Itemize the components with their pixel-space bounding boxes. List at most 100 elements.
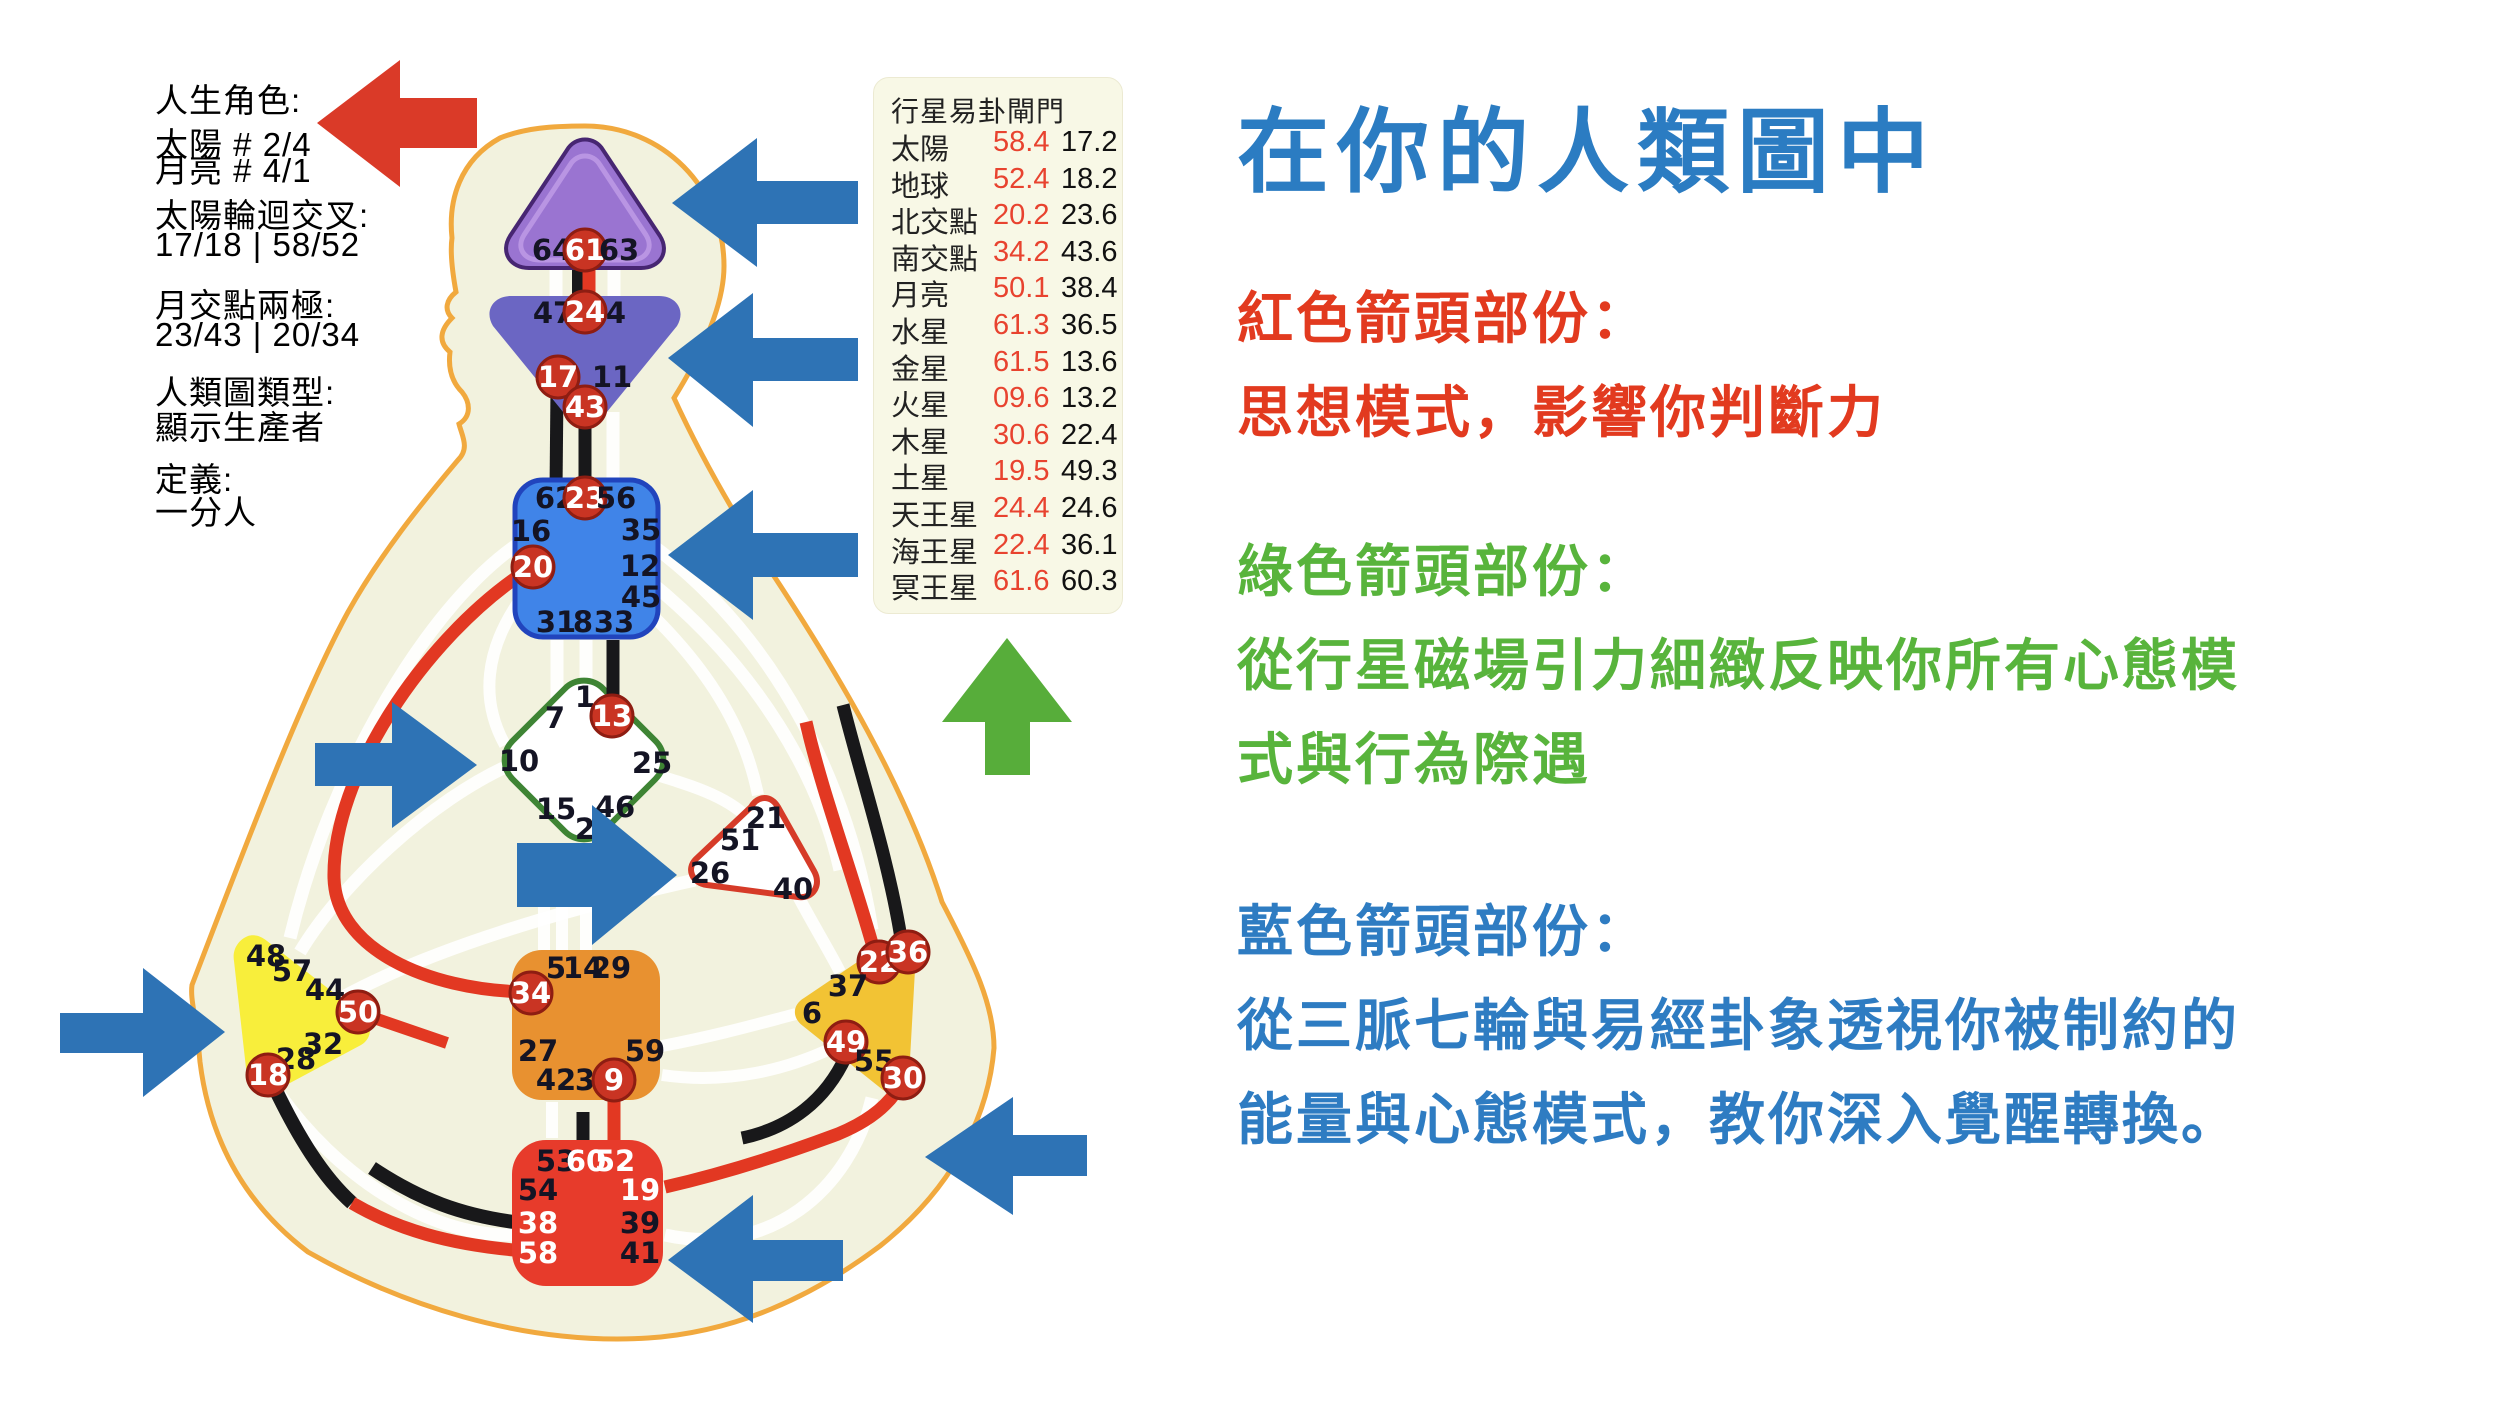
gate-35: 35 bbox=[621, 513, 661, 547]
ajna-center-shape bbox=[489, 296, 681, 428]
design-gate-value: 19.5 bbox=[993, 455, 1050, 488]
gate-58: 58 bbox=[518, 1236, 558, 1270]
gate-53: 53 bbox=[536, 1144, 576, 1178]
head-center-shape bbox=[504, 137, 666, 270]
red-arrow-icon bbox=[317, 60, 477, 187]
activated-gate-circle-20 bbox=[510, 544, 556, 590]
gate-25: 25 bbox=[632, 746, 672, 780]
gate-61: 61 bbox=[565, 233, 605, 267]
personality-gate-value: 49.3 bbox=[1061, 455, 1118, 488]
green-arrow-icon bbox=[942, 638, 1072, 775]
blue-arrow-spleen-icon bbox=[60, 968, 225, 1097]
planet-name: 海王星 bbox=[891, 536, 979, 569]
gate-41: 41 bbox=[620, 1236, 660, 1270]
open-channel bbox=[294, 758, 515, 956]
blue-arrow-text-1: 從三脈七輪與易經卦象透視你被制約的 bbox=[1237, 994, 2240, 1057]
defined-channel bbox=[549, 387, 564, 491]
design-gate-value: 61.5 bbox=[993, 345, 1050, 378]
activated-gate-circle-23 bbox=[562, 475, 608, 521]
open-channel bbox=[661, 1042, 835, 1084]
blue-arrow-ajna-icon bbox=[668, 293, 858, 427]
gate-51: 51 bbox=[720, 823, 760, 857]
gate-20: 20 bbox=[513, 550, 553, 584]
gate-3: 3 bbox=[575, 1063, 595, 1097]
open-channel bbox=[648, 539, 879, 932]
gate-16: 16 bbox=[511, 514, 551, 548]
activated-gate-circle-43 bbox=[562, 384, 608, 430]
gate-12: 12 bbox=[620, 549, 660, 583]
open-channel bbox=[643, 574, 847, 872]
planet-name: 木星 bbox=[891, 426, 950, 459]
blue-arrow-head-icon bbox=[672, 138, 858, 267]
personality-gate-value: 38.4 bbox=[1061, 272, 1118, 305]
design-gate-value: 34.2 bbox=[993, 235, 1050, 268]
green-arrow-description: 綠色箭頭部份： 從行星磁場引力細緻反映你所有心態模 式與行為際遇 bbox=[1237, 525, 2240, 807]
activated-gate-circle-30 bbox=[880, 1055, 926, 1101]
annotation-arrows bbox=[60, 60, 1087, 1323]
green-arrow-text-2: 式與行為際遇 bbox=[1237, 728, 1591, 791]
ego-center-shape bbox=[688, 795, 820, 901]
gate-29: 29 bbox=[591, 951, 631, 985]
profile-label: 人生角色: bbox=[155, 82, 302, 119]
blue-arrow-throat-icon bbox=[668, 490, 858, 620]
gate-31: 31 bbox=[536, 605, 576, 639]
design-gate-value: 61.6 bbox=[993, 565, 1050, 598]
design-gate-value: 20.2 bbox=[993, 199, 1050, 232]
gate-42: 42 bbox=[536, 1063, 576, 1097]
gate-10: 10 bbox=[499, 744, 539, 778]
sun-profile-value: 太陽 # 2/4 bbox=[155, 126, 312, 163]
activated-gate-circle-36 bbox=[885, 929, 931, 975]
planet-name: 火星 bbox=[891, 390, 950, 423]
root-center-shape bbox=[512, 1140, 663, 1286]
personality-gate-value: 13.6 bbox=[1061, 345, 1118, 378]
blue-arrow-text-2: 能量與心態模式，教你深入覺醒轉換。 bbox=[1237, 1088, 2240, 1151]
blue-arrow-heading: 藍色箭頭部份： bbox=[1237, 900, 1650, 963]
gate-54: 54 bbox=[518, 1173, 558, 1207]
planet-name: 冥王星 bbox=[891, 573, 979, 606]
open-channel bbox=[640, 603, 764, 797]
gate-43: 43 bbox=[565, 390, 605, 424]
design-gate-value: 52.4 bbox=[993, 162, 1050, 195]
activated-gate-circle-24 bbox=[562, 289, 608, 335]
gate-23: 23 bbox=[565, 481, 605, 515]
main-title: 在你的人類圖中 bbox=[1237, 102, 1938, 204]
blue-arrow-g-center-icon bbox=[315, 702, 477, 828]
gate-1: 1 bbox=[575, 680, 595, 714]
gate-52: 52 bbox=[595, 1144, 635, 1178]
planet-name: 金星 bbox=[891, 353, 950, 386]
gate-38: 38 bbox=[518, 1206, 558, 1240]
defined-channel bbox=[372, 1012, 449, 1049]
gate-63: 63 bbox=[599, 233, 639, 267]
activated-gate-circle-50 bbox=[335, 989, 381, 1035]
activated-gate-circle-18 bbox=[245, 1052, 291, 1098]
planet-name: 月亮 bbox=[891, 280, 950, 313]
personality-gate-value: 24.6 bbox=[1061, 492, 1118, 524]
activated-gate-circle-13 bbox=[589, 693, 635, 739]
incarnation-cross-value: 17/18 | 58/52 bbox=[155, 226, 361, 263]
design-gate-value: 58.4 bbox=[993, 126, 1050, 158]
gate-32: 32 bbox=[303, 1027, 343, 1061]
gate-57: 57 bbox=[272, 954, 312, 988]
definition-label: 定義: bbox=[155, 461, 234, 498]
gate-48: 48 bbox=[246, 939, 286, 973]
type-value: 顯示生產者 bbox=[155, 409, 325, 446]
open-channel-lanes bbox=[274, 268, 879, 1246]
gate-30: 30 bbox=[883, 1061, 923, 1095]
planet-name: 土星 bbox=[891, 463, 950, 496]
gate-7: 7 bbox=[545, 701, 565, 735]
gate-6: 6 bbox=[802, 996, 822, 1030]
moon-profile-value: 月亮 # 4/1 bbox=[155, 152, 312, 189]
type-label: 人類圖類型: bbox=[155, 374, 336, 411]
